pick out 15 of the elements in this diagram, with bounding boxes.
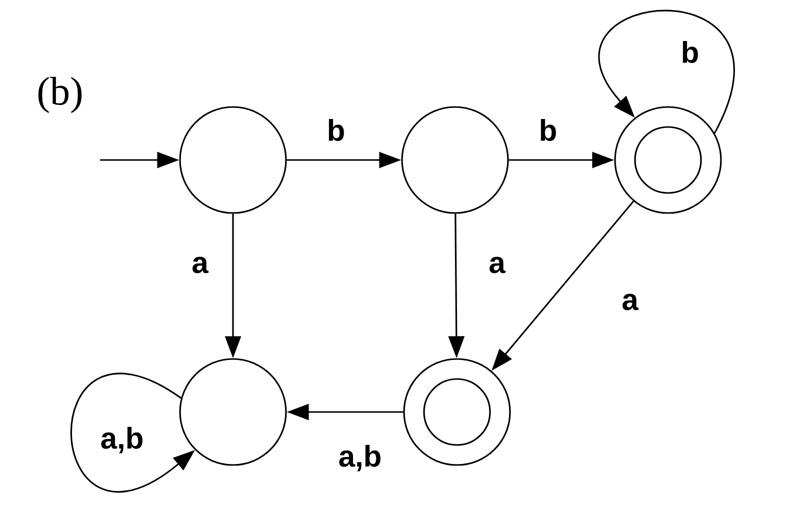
edge-label: a (620, 292, 640, 312)
accept-state-circle (614, 106, 722, 214)
edge-label: a (190, 256, 210, 274)
state-circle (401, 106, 509, 214)
edge-label: a (488, 256, 506, 274)
state-circle (179, 358, 287, 466)
edge-label: b (538, 118, 558, 142)
loop-arrow (598, 10, 734, 134)
state-circle (179, 106, 287, 214)
edge-label: a,b (337, 444, 383, 472)
edge-label: a,b (99, 426, 145, 454)
panel-label: (b) (38, 76, 82, 114)
accept-state-circle (403, 358, 511, 466)
edge-label: b (326, 118, 346, 142)
edge-label: b (680, 40, 700, 64)
